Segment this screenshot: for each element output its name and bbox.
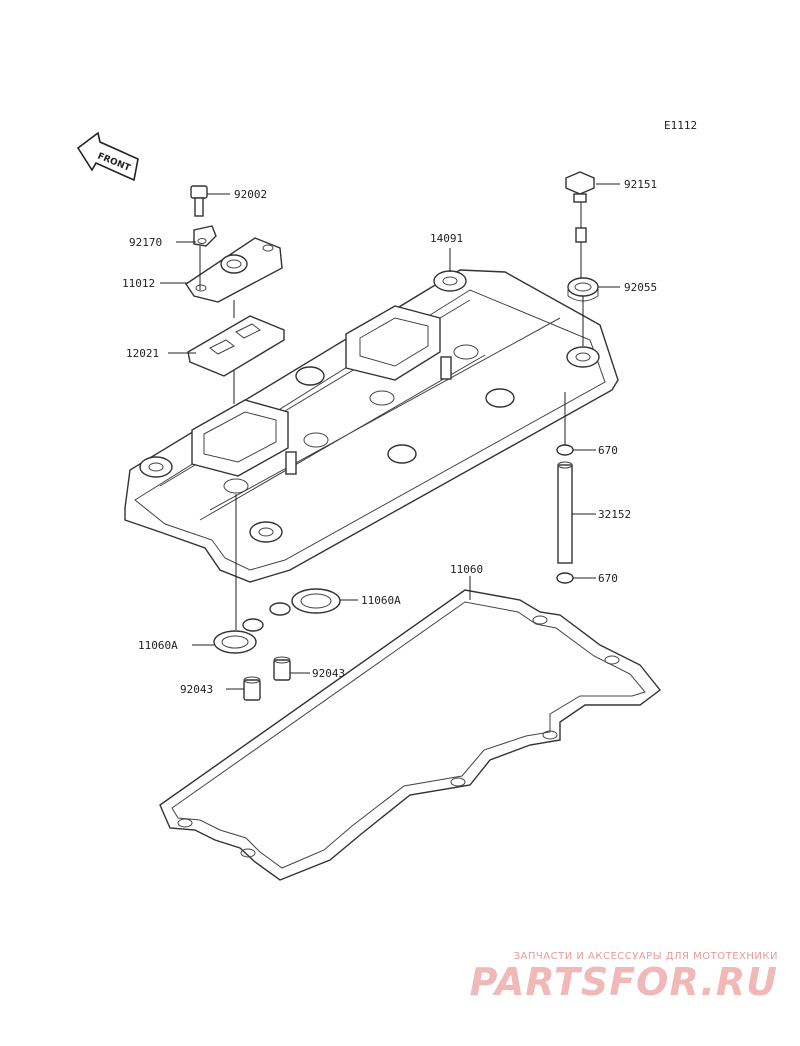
label-92055: 92055	[624, 281, 657, 294]
gasket-12021	[187, 315, 285, 377]
label-11012: 11012	[122, 277, 155, 290]
label-11060: 11060	[450, 563, 483, 576]
label-92151: 92151	[624, 178, 657, 191]
grommet-92055	[567, 277, 599, 302]
label-92043-left: 92043	[180, 683, 213, 696]
label-670-lower: 670	[598, 572, 618, 585]
bolt-92151	[565, 171, 595, 243]
pipe-32152	[557, 461, 573, 564]
o-ring-670-lower	[556, 572, 574, 584]
bracket-92170	[193, 225, 217, 247]
breather-cover	[185, 237, 283, 303]
label-92002: 92002	[234, 188, 267, 201]
label-32152: 32152	[598, 508, 631, 521]
gasket-11060	[159, 589, 661, 881]
watermark-tagline: ЗАПЧАСТИ И АКСЕССУАРЫ ДЛЯ МОТОТЕХНИКИ	[513, 951, 778, 962]
front-arrow-icon: FRONT	[76, 131, 139, 182]
label-92170: 92170	[129, 236, 162, 249]
bolt-92002	[190, 185, 208, 217]
label-11060a-right: 11060A	[361, 594, 401, 607]
label-14091: 14091	[430, 232, 463, 245]
small-ring-left	[242, 618, 264, 632]
small-ring-right	[269, 602, 291, 616]
leader-lines	[160, 183, 620, 690]
label-11060a-left: 11060A	[138, 639, 178, 652]
o-ring-670-upper	[556, 444, 574, 456]
seal-11060a-left	[213, 630, 257, 654]
watermark-brand: PARTSFOR.RU	[469, 960, 778, 1004]
label-92043-right: 92043	[312, 667, 345, 680]
dowel-92043-right	[273, 656, 291, 681]
valve-cover	[124, 269, 619, 583]
label-12021: 12021	[126, 347, 159, 360]
dowel-92043-left	[243, 676, 261, 701]
seal-11060a-right	[291, 588, 341, 614]
diagram-code: E1112	[664, 119, 697, 132]
label-670-upper: 670	[598, 444, 618, 457]
